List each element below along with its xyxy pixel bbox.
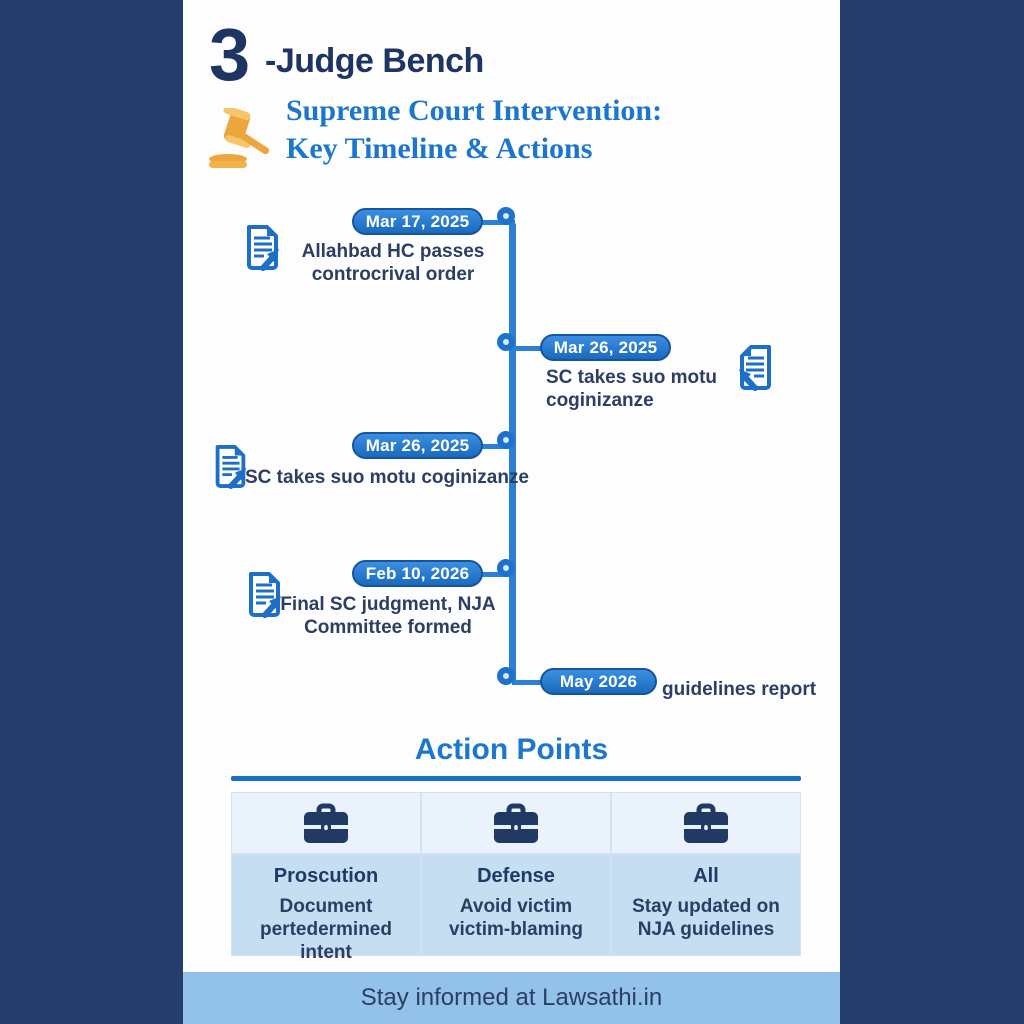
event-label: SC takes suo motu coginizanze	[245, 467, 529, 488]
timeline-node	[497, 559, 515, 577]
role-label: Defense	[477, 865, 555, 887]
footer-text: Stay informed at Lawsathi.in	[360, 984, 663, 1011]
gavel-icon	[201, 105, 275, 177]
action-text: Avoid victim victim-blaming	[448, 896, 584, 940]
date-badge: May 2026	[540, 668, 657, 695]
big-number: 3	[209, 13, 250, 96]
briefcase-icon	[232, 793, 420, 853]
subtitle-line-2: Key Timeline & Actions	[286, 132, 593, 165]
table-cell-defense: Defense Avoid victim victim-blaming	[422, 855, 610, 955]
briefcase-icon	[612, 793, 800, 853]
date-badge: Mar 17, 2025	[352, 208, 483, 235]
subtitle: Supreme Court Intervention: Key Timeline…	[286, 92, 766, 168]
timeline-node	[497, 667, 515, 685]
briefcase-icon	[422, 793, 610, 853]
infographic-panel: 3 -Judge Bench Supreme Court Interventio…	[183, 0, 840, 1024]
role-label: Proscution	[273, 865, 379, 887]
document-arrow-icon	[734, 344, 778, 397]
document-arrow-icon	[242, 571, 286, 624]
timeline-connector	[481, 572, 515, 577]
timeline-line	[509, 222, 516, 682]
table-cell-all: All Stay updated on NJA guidelines	[612, 855, 800, 955]
timeline-node	[497, 431, 515, 449]
date-badge: Mar 26, 2025	[540, 334, 671, 361]
footer-banner: Stay informed at Lawsathi.in	[183, 972, 840, 1024]
role-label: All	[693, 865, 719, 887]
action-text: Stay updated on NJA guidelines	[632, 896, 780, 940]
section-divider	[231, 776, 801, 781]
event-label: Allahbad HC passes controcrival order	[301, 241, 485, 285]
timeline-connector	[512, 346, 542, 351]
timeline-connector	[512, 680, 542, 685]
date-badge: Feb 10, 2026	[352, 560, 483, 587]
event-label: guidelines report	[662, 679, 817, 700]
document-arrow-icon	[209, 444, 251, 495]
timeline-node	[497, 333, 515, 351]
action-text: Document pertedermined intent	[260, 896, 392, 963]
document-arrow-icon	[240, 224, 284, 277]
event-label: Final SC judgment, NJA Committee formed	[280, 594, 496, 638]
subtitle-line-1: Supreme Court Intervention:	[286, 94, 663, 127]
timeline-node	[497, 207, 515, 225]
event-label: SC takes suo motu coginizanze	[546, 367, 718, 411]
timeline-connector	[481, 220, 515, 225]
section-title: Action Points	[414, 733, 609, 766]
timeline-connector	[481, 444, 515, 449]
date-badge: Mar 26, 2025	[352, 432, 483, 459]
table-cell-prosecution: Proscution Document pertedermined intent	[232, 855, 420, 963]
page-title: -Judge Bench	[265, 42, 484, 80]
action-points-table: Proscution Document pertedermined intent…	[231, 792, 801, 963]
